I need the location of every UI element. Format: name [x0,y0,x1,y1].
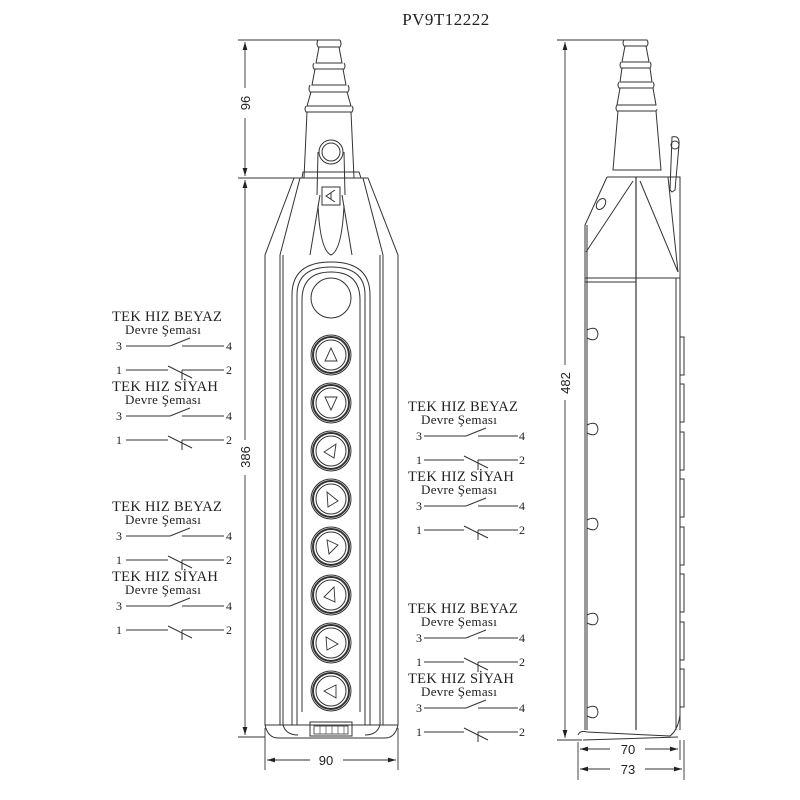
dim-482: 482 [558,372,573,394]
schematic-subtitle: Devre Şeması [125,582,202,597]
svg-text:2: 2 [519,453,525,467]
svg-text:1: 1 [116,433,122,447]
side-view [577,39,685,741]
front-dimensions [238,39,399,770]
schematic-title-beyaz: TEK HIZ BEYAZ [408,399,519,415]
push-button-4[interactable] [310,478,352,520]
svg-text:1: 1 [116,623,122,637]
schematic-subtitle: Devre Şeması [421,684,498,699]
contact-diagram-siyah: 3 4 1 2 [116,597,232,640]
svg-text:2: 2 [226,363,232,377]
arrow-right-icon [326,490,339,508]
schematic-title-beyaz: TEK HIZ BEYAZ [408,601,519,617]
arrow-down-icon [324,396,338,412]
svg-text:4: 4 [226,409,232,423]
schematic-subtitle: Devre Şeması [421,482,498,497]
circuit-schematic-3: TEK HIZ BEYAZ Devre Şeması 3 4 1 2 TEK H… [408,400,548,540]
svg-text:3: 3 [116,409,122,423]
circuit-schematic-1: TEK HIZ BEYAZ Devre Şeması 3 4 1 2 TEK H… [112,310,252,450]
push-button-8[interactable] [310,670,352,712]
svg-text:1: 1 [416,655,422,669]
svg-text:4: 4 [519,499,525,513]
dim-73: 73 [621,762,635,777]
svg-text:3: 3 [116,339,122,353]
svg-text:1: 1 [416,453,422,467]
dim-386: 386 [238,446,253,468]
schematic-title-beyaz: TEK HIZ BEYAZ [112,499,223,515]
svg-text:3: 3 [116,529,122,543]
push-button-1[interactable] [310,334,352,376]
svg-text:4: 4 [226,339,232,353]
schematic-subtitle: Devre Şeması [125,322,202,337]
schematic-title-siyah: TEK HIZ SİYAH [112,569,219,585]
dim-90: 90 [319,753,333,768]
front-view [264,39,399,739]
push-button-3[interactable] [310,430,352,472]
schematic-subtitle: Devre Şeması [125,512,202,527]
schematic-subtitle: Devre Şeması [125,392,202,407]
dim-70: 70 [621,742,635,757]
arrow-right-icon [326,539,339,555]
contact-diagram-siyah: 3 4 1 2 [416,699,525,742]
svg-text:1: 1 [116,363,122,377]
schematic-title-siyah: TEK HIZ SİYAH [408,469,515,485]
arrow-left-icon [323,684,337,699]
svg-text:2: 2 [226,433,232,447]
push-button-6[interactable] [310,574,352,616]
svg-text:3: 3 [416,429,422,443]
arrow-up-icon [324,346,338,362]
contact-diagram-siyah: 3 4 1 2 [116,407,232,450]
arrow-left-icon [323,443,337,459]
svg-text:1: 1 [416,523,422,537]
svg-text:2: 2 [519,655,525,669]
arrow-left-icon [323,585,336,603]
schematic-title-beyaz: TEK HIZ BEYAZ [112,309,223,325]
dim-96: 96 [238,96,253,110]
push-button-5[interactable] [310,526,352,568]
svg-text:2: 2 [519,523,525,537]
contact-diagram-beyaz: 3 4 1 2 [116,337,232,380]
drawing-title: PV9T12222 [402,10,490,29]
cable-gland-icon [303,39,355,179]
hanging-ring-icon [316,139,346,196]
svg-text:3: 3 [416,499,422,513]
side-dimensions [557,39,685,780]
schematic-subtitle: Devre Şeması [421,412,498,427]
svg-text:3: 3 [116,599,122,613]
svg-text:2: 2 [226,553,232,567]
svg-text:4: 4 [226,599,232,613]
schematic-subtitle: Devre Şeması [421,614,498,629]
svg-text:2: 2 [519,725,525,739]
circuit-schematic-4: TEK HIZ BEYAZ Devre Şeması 3 4 1 2 TEK H… [408,602,548,742]
circuit-schematic-2: TEK HIZ BEYAZ Devre Şeması 3 4 1 2 TEK H… [112,500,252,640]
arrow-right-icon [325,636,339,651]
svg-text:2: 2 [226,623,232,637]
svg-text:4: 4 [226,529,232,543]
svg-text:3: 3 [416,701,422,715]
contact-diagram-siyah: 3 4 1 2 [416,497,525,540]
svg-text:1: 1 [116,553,122,567]
svg-text:4: 4 [519,701,525,715]
contact-diagram-beyaz: 3 4 1 2 [416,629,525,672]
svg-text:4: 4 [519,429,525,443]
schematic-title-siyah: TEK HIZ SİYAH [112,379,219,395]
push-button-7[interactable] [310,622,352,664]
push-button-2[interactable] [310,382,352,424]
contact-diagram-beyaz: 3 4 1 2 [416,427,525,470]
svg-text:4: 4 [519,631,525,645]
button-stack [310,334,352,712]
svg-text:1: 1 [416,725,422,739]
contact-diagram-beyaz: 3 4 1 2 [116,527,232,570]
schematic-title-siyah: TEK HIZ SİYAH [408,671,515,687]
svg-text:3: 3 [416,631,422,645]
